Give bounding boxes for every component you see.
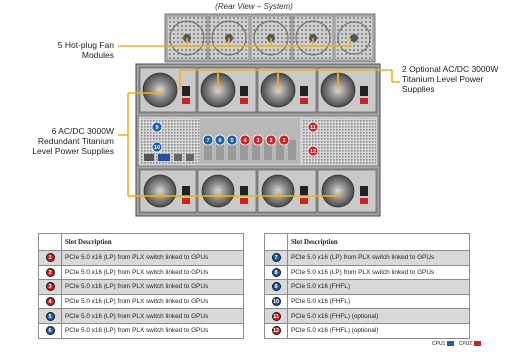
slot-number-badge: 8 — [271, 267, 281, 277]
legend-cpu2-swatch — [474, 341, 482, 347]
cpu-legend: CPU1 CPU2 — [432, 341, 484, 347]
slot-number-badge: 7 — [271, 253, 281, 263]
slot-description-cell: PCIe 5.0 x16 (LP) from PLX switch linked… — [61, 250, 244, 266]
svg-text:12: 12 — [310, 149, 316, 155]
slot-number-badge: 4 — [45, 297, 55, 307]
slot-number-cell: 9 — [264, 279, 288, 295]
callout-lines — [118, 38, 400, 197]
svg-text:6: 6 — [218, 138, 221, 144]
slot-number-badge: 12 — [271, 326, 281, 336]
slot-number-cell: 4 — [38, 293, 62, 310]
photo-badge-12: 12 — [307, 145, 319, 157]
table-row: 11 PCIe 5.0 x16 (FHFL) (optional) — [264, 308, 470, 324]
slot-number-badge: 11 — [271, 311, 281, 321]
slot-number-badge: 5 — [45, 311, 55, 321]
fan-module-3 — [250, 15, 292, 61]
table-row: 9 PCIe 5.0 x16 (FHFL) — [264, 279, 470, 295]
svg-text:9: 9 — [155, 125, 158, 131]
view-title: (Rear View – System) — [215, 2, 293, 11]
slot-number-badge: 6 — [45, 326, 55, 336]
callout-redundant-psu: 6 AC/DC 3000W Redundant Titanium Level P… — [32, 126, 114, 156]
slot-description-cell: PCIe 5.0 x16 (LP) from PLX switch linked… — [61, 322, 244, 339]
svg-text:3: 3 — [256, 138, 259, 144]
slot-number-cell: 7 — [264, 250, 288, 266]
slot-number-cell: 2 — [38, 264, 62, 281]
slot-description-cell: PCIe 5.0 x16 (FHFL) (optional) — [287, 308, 470, 324]
slot-description-cell: PCIe 5.0 x16 (LP) from PLX switch linked… — [61, 279, 244, 295]
callout-fan-modules: 5 Hot-plug Fan Modules — [57, 40, 114, 60]
table-row: 3 PCIe 5.0 x16 (LP) from PLX switch linke… — [38, 279, 244, 295]
slot-number-badge: 10 — [271, 297, 281, 307]
slot-number-badge: 1 — [45, 253, 55, 263]
fan-module-5 — [334, 15, 374, 61]
slot-number-cell: 8 — [264, 264, 288, 281]
slot-description-cell: PCIe 5.0 x16 (LP) from PLX switch linked… — [61, 308, 244, 324]
table-row: 6 PCIe 5.0 x16 (LP) from PLX switch linke… — [38, 322, 244, 339]
slot-description-cell: PCIe 5.0 x16 (LP) from PLX switch linked… — [287, 264, 470, 281]
table-row: 1 PCIe 5.0 x16 (LP) from PLX switch linke… — [38, 250, 244, 266]
photo-badge-9: 9 — [151, 121, 163, 133]
slot-description-cell: PCIe 5.0 x16 (LP) from PLX switch linked… — [61, 293, 244, 310]
photo-badge-4: 4 — [239, 134, 251, 146]
table-row: 8 PCIe 5.0 x16 (LP) from PLX switch linke… — [264, 264, 470, 281]
table-row: 7 PCIe 5.0 x16 (LP) from PLX switch linke… — [264, 250, 470, 266]
svg-text:1: 1 — [282, 138, 285, 144]
table-row: 12 PCIe 5.0 x16 (FHFL) (optional) — [264, 322, 470, 339]
slot-description-cell: PCIe 5.0 x16 (LP) from PLX switch linked… — [61, 264, 244, 281]
psu-row-top — [138, 66, 378, 114]
slot-number-badge: 3 — [45, 282, 55, 292]
svg-text:4: 4 — [243, 138, 247, 144]
photo-badge-5: 5 — [226, 134, 238, 146]
slot-description-cell: PCIe 5.0 x16 (FHFL) — [287, 293, 470, 310]
psu-row-bottom — [138, 168, 378, 214]
slot-number-cell: 12 — [264, 322, 288, 339]
photo-badge-10: 10 — [151, 141, 163, 153]
legend-cpu1-swatch — [447, 341, 455, 347]
legend-cpu1-label: CPU1 — [432, 341, 446, 347]
photo-badge-6: 6 — [214, 134, 226, 146]
slot-description-cell: PCIe 5.0 x16 (LP) from PLX switch linked… — [287, 250, 470, 266]
table-row: 5 PCIe 5.0 x16 (LP) from PLX switch linke… — [38, 308, 244, 324]
photo-badge-11: 11 — [307, 121, 319, 133]
svg-text:2: 2 — [269, 138, 272, 144]
fan-modules — [164, 13, 376, 63]
svg-text:5: 5 — [230, 138, 233, 144]
photo-badge-3: 3 — [252, 134, 264, 146]
slot-description-cell: PCIe 5.0 x16 (FHFL) (optional) — [287, 322, 470, 339]
slot-number-cell: 10 — [264, 293, 288, 310]
slot-number-badge: 2 — [45, 267, 55, 277]
slot-table-left-header: Slot Description — [61, 233, 244, 251]
slot-number-cell: 3 — [38, 279, 62, 295]
svg-text:11: 11 — [310, 125, 316, 131]
slot-number-cell: 1 — [38, 250, 62, 266]
slot-number-cell: 11 — [264, 308, 288, 324]
svg-text:10: 10 — [154, 145, 160, 151]
slot-description-cell: PCIe 5.0 x16 (FHFL) — [287, 279, 470, 295]
svg-text:7: 7 — [206, 138, 209, 144]
slot-table-right-header: Slot Description — [287, 233, 470, 251]
table-row: 2 PCIe 5.0 x16 (LP) from PLX switch linke… — [38, 264, 244, 281]
slot-number-badge: 9 — [271, 282, 281, 292]
photo-badge-1: 1 — [278, 134, 290, 146]
table-row: 4 PCIe 5.0 x16 (LP) from PLX switch linke… — [38, 293, 244, 310]
slot-number-cell: 5 — [38, 308, 62, 324]
photo-badge-2: 2 — [265, 134, 277, 146]
table-row: 10 PCIe 5.0 x16 (FHFL) — [264, 293, 470, 310]
photo-badge-7: 7 — [202, 134, 214, 146]
legend-cpu2-label: CPU2 — [458, 341, 473, 347]
photo-slot-badges: 9 10 7 6 5 4 3 2 1 11 12 — [151, 121, 319, 157]
callout-optional-psu: 2 Optional AC/DC 3000W Titanium Level Po… — [402, 64, 499, 94]
rear-chassis-diagram: 9 10 7 6 5 4 3 2 1 11 12 — [118, 13, 400, 217]
slot-number-cell: 6 — [38, 322, 62, 339]
